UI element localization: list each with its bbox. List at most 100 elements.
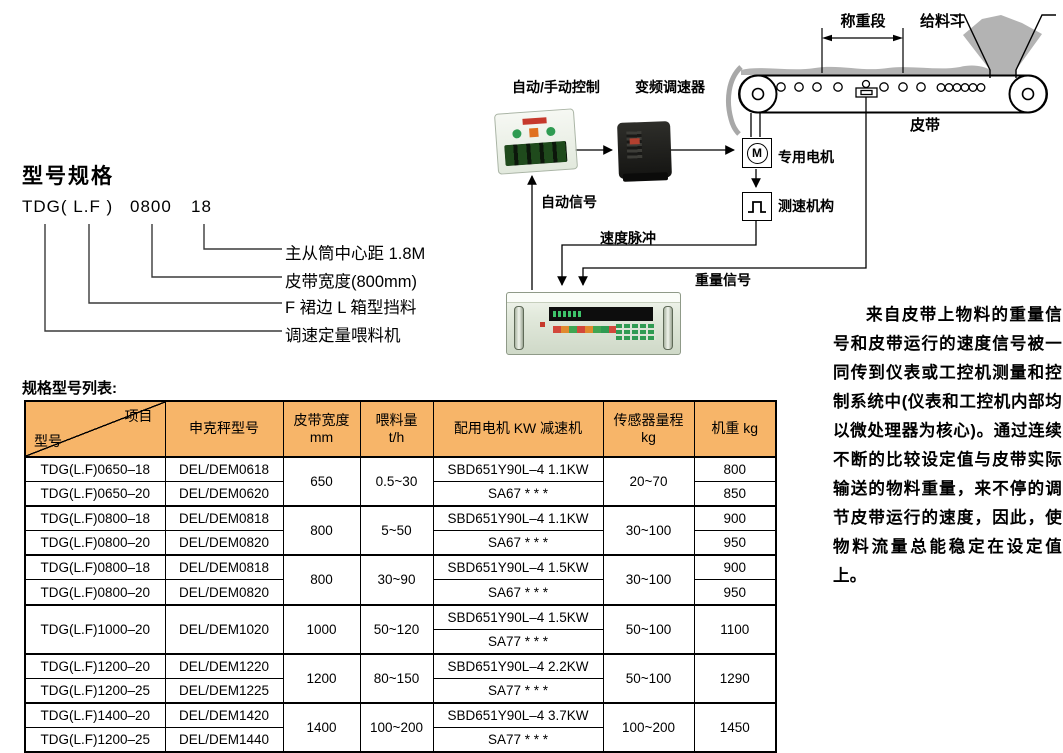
belt-width-cell: 1400 [282, 701, 361, 753]
weight-cell: 950 [693, 579, 777, 606]
inverter-label: 变频调速器 [635, 79, 705, 95]
model-cell: TDG(L.F)1200–25 [24, 727, 166, 753]
belt-width-cell: 650 [282, 455, 361, 507]
inverter-base [622, 172, 669, 182]
inverter-photo [617, 121, 672, 182]
belt-width-cell: 800 [282, 554, 361, 606]
table-row: TDG(L.F)1000–20 DEL/DEM1020 1000 50~120 … [24, 603, 777, 655]
weight-cell: 1290 [693, 652, 777, 704]
weigh-span-annotation [821, 28, 904, 73]
table-row: TDG(L.F)1400–20 DEL/DEM1420 1400 100~200… [24, 701, 777, 753]
scale-cell: DEL/DEM1420 [164, 701, 284, 729]
scale-cell: DEL/DEM1220 [164, 652, 284, 679]
green-button-icon [512, 129, 522, 139]
motor-cell: SA77 * * * [432, 677, 604, 704]
scale-cell: DEL/DEM0820 [164, 530, 284, 556]
model-cell: TDG(L.F)1200–25 [24, 677, 166, 704]
model-code-prefix: TDG( L.F ) [22, 197, 114, 216]
feed-cell: 30~90 [359, 554, 434, 606]
table-row: SA77 * * * [25, 628, 776, 655]
model-cell: TDG(L.F)1000–20 [24, 603, 166, 655]
header-belt-width: 皮带宽度 mm [282, 400, 361, 458]
header-weight: 机重 kg [693, 400, 777, 458]
corner-model-label: 型号 [34, 432, 62, 449]
control-panel-nameplate [522, 117, 547, 125]
green-button-icon [546, 126, 556, 137]
speed-pulse-label: 速度脉冲 [600, 230, 656, 246]
belt-material [741, 65, 990, 75]
hopper-label: 给料斗 [920, 13, 966, 30]
weight-cell: 850 [693, 481, 777, 507]
pulse-icon [748, 200, 766, 213]
belt-width-cell: 1200 [282, 652, 361, 704]
scale-cell: DEL/DEM0818 [164, 505, 284, 532]
callout-skirt-type: F 裙边 L 箱型挡料 [285, 299, 417, 317]
model-cell: TDG(L.F)0650–20 [24, 481, 166, 507]
motor-cell: SBD651Y90L–4 3.7KW [432, 701, 604, 729]
table-row: TDG(L.F)0800–18 DEL/DEM0818 800 5~50 SBD… [24, 505, 777, 556]
scale-cell: DEL/DEM0618 [164, 456, 284, 483]
hopper-outline [950, 14, 1056, 78]
header-feed: 喂料量 t/h [359, 400, 434, 458]
sensor-cell: 50~100 [602, 652, 695, 704]
orange-button-icon [529, 127, 539, 138]
motor-cell: SA67 * * * [432, 530, 604, 556]
weight-cell: 1100 [693, 603, 777, 655]
speed-sensor-box [742, 192, 772, 221]
scale-cell: DEL/DEM1020 [164, 603, 284, 655]
header-motor: 配用电机 KW 减速机 [432, 400, 604, 458]
spec-table: 项目 型号 申克秤型号 皮带宽度 mm 喂料量 t/h 配用电机 KW 减速机 … [24, 400, 777, 753]
inverter-nameplate [629, 138, 640, 145]
table-row: TDG(L.F)0650–18 DEL/DEM0618 650 0.5~30 S… [24, 455, 777, 507]
table-row: TDG(L.F)0800–20 DEL/DEM0820 SA67 * * * 9… [24, 579, 777, 606]
weigh-section-label: 称重段 [840, 13, 886, 30]
model-cell: TDG(L.F)0800–18 [24, 554, 166, 581]
sensor-cell: 30~100 [602, 505, 695, 556]
indicator-keypad [616, 323, 656, 340]
feed-cell: 0.5~30 [359, 455, 434, 507]
feed-cell: 80~150 [359, 652, 434, 704]
table-title: 规格型号列表: [22, 380, 117, 397]
header-sensor: 传感器量程 kg [602, 400, 695, 458]
model-cell: TDG(L.F)0650–18 [24, 456, 166, 483]
model-cell: TDG(L.F)0800–20 [24, 579, 166, 606]
table-row: TDG(L.F)0800–18 DEL/DEM0818 800 30~90 SB… [24, 554, 777, 606]
pulleys [738, 74, 1048, 114]
motor-cell: SBD651Y90L–4 1.1KW [432, 456, 604, 483]
model-callout-lines [44, 224, 282, 332]
indicator-red-key [540, 322, 545, 327]
model-code-width: 0800 [130, 197, 172, 216]
motor-label: 专用电机 [778, 149, 834, 165]
hopper-material [963, 15, 1042, 78]
motor-icon: M [746, 142, 768, 164]
control-panel-label: 自动/手动控制 [512, 79, 600, 95]
corner-item-label: 项目 [124, 408, 153, 424]
motor-cell: SA77 * * * [432, 628, 604, 655]
feed-cell: 5~50 [359, 505, 434, 556]
header-scale: 申克秤型号 [164, 400, 284, 458]
weight-cell: 900 [693, 554, 777, 581]
switch-slots [504, 140, 568, 167]
feed-cell: 50~120 [359, 603, 434, 655]
model-cell: TDG(L.F)1400–20 [24, 701, 166, 729]
sensor-cell: 30~100 [602, 554, 695, 606]
scale-cell: DEL/DEM0820 [164, 579, 284, 606]
rack-handle [663, 306, 673, 350]
belt-width-cell: 1000 [282, 603, 361, 655]
motor-cell: SBD651Y90L–4 1.1KW [432, 505, 604, 532]
motor-cell: SBD651Y90L–4 1.5KW [432, 554, 604, 581]
belt-body [738, 74, 1048, 114]
indicator-top-face [507, 293, 680, 303]
belt-label: 皮带 [910, 117, 941, 134]
page-title: 型号规格 [22, 165, 114, 188]
idler-rollers [776, 82, 986, 92]
weight-cell: 900 [693, 505, 777, 532]
scale-cell: DEL/DEM1440 [164, 727, 284, 753]
display-digits [553, 311, 581, 317]
sensor-cell: 20~70 [602, 455, 695, 507]
motor-box: M [742, 138, 772, 168]
scale-cell: DEL/DEM1225 [164, 677, 284, 704]
sensor-cell: 100~200 [602, 701, 695, 753]
motor-cell: SBD651Y90L–4 1.5KW [432, 603, 604, 630]
